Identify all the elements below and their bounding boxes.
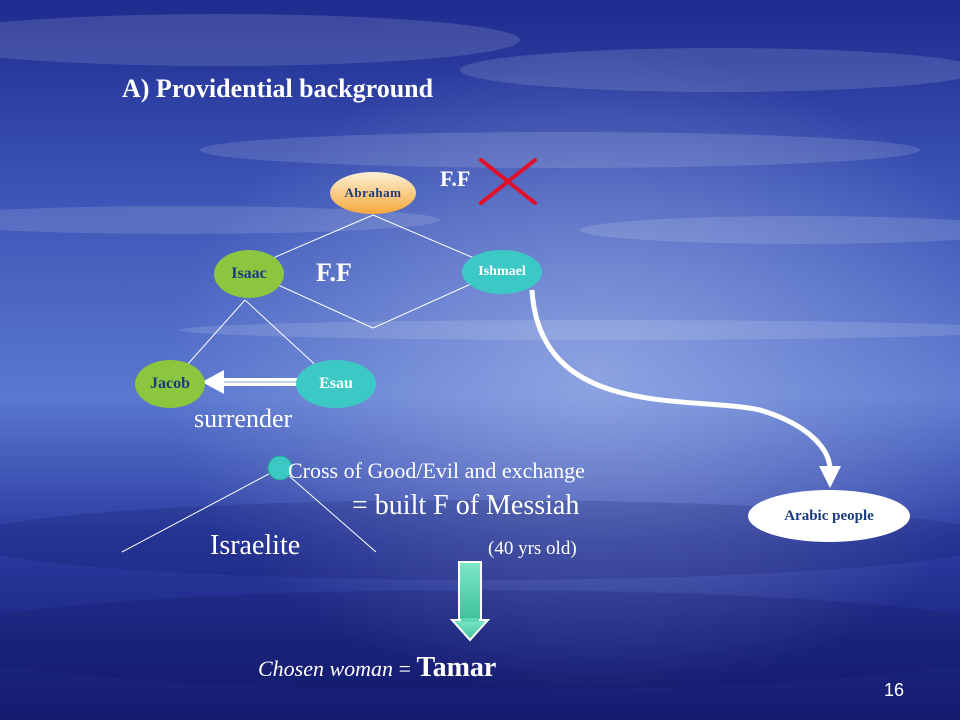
isaac-label: Isaac — [231, 265, 267, 282]
abraham-label: Abraham — [344, 185, 402, 200]
jacob-node: Jacob — [135, 360, 205, 408]
messiah-label: = built F of Messiah — [352, 490, 580, 521]
ishmael-to-arabic-arrow — [529, 289, 841, 488]
age-label: (40 yrs old) — [488, 538, 577, 559]
esau-node: Esau — [296, 360, 376, 408]
down-arrow-icon — [449, 561, 491, 642]
slide-title: A) Providential background — [122, 74, 434, 103]
arabic-people-node: Arabic people — [748, 490, 910, 542]
chosen-woman-prefix: Chosen woman — [258, 656, 394, 681]
surrender-label: surrender — [194, 404, 293, 433]
teal-circle-icon — [267, 455, 293, 481]
arabic-people-label: Arabic people — [784, 507, 874, 524]
ishmael-label: Ishmael — [478, 264, 526, 279]
esau-label: Esau — [319, 375, 353, 392]
page-number: 16 — [884, 680, 905, 700]
ff-label-top: F.F — [440, 166, 471, 191]
jacob-label: Jacob — [150, 375, 190, 392]
ff-label-middle: F.F — [316, 258, 352, 287]
red-x-icon — [479, 158, 537, 205]
chosen-woman-line: Chosen woman = Tamar — [258, 652, 496, 684]
cross-label: Cross of Good/Evil and exchange — [288, 458, 585, 483]
isaac-node: Isaac — [214, 250, 284, 298]
left-arrow-icon — [202, 370, 298, 394]
ishmael-node: Ishmael — [462, 250, 542, 294]
abraham-node: Abraham — [330, 172, 416, 214]
chosen-woman-equals: = — [393, 656, 417, 681]
chosen-woman-name: Tamar — [416, 652, 497, 683]
israelite-label: Israelite — [210, 530, 301, 561]
